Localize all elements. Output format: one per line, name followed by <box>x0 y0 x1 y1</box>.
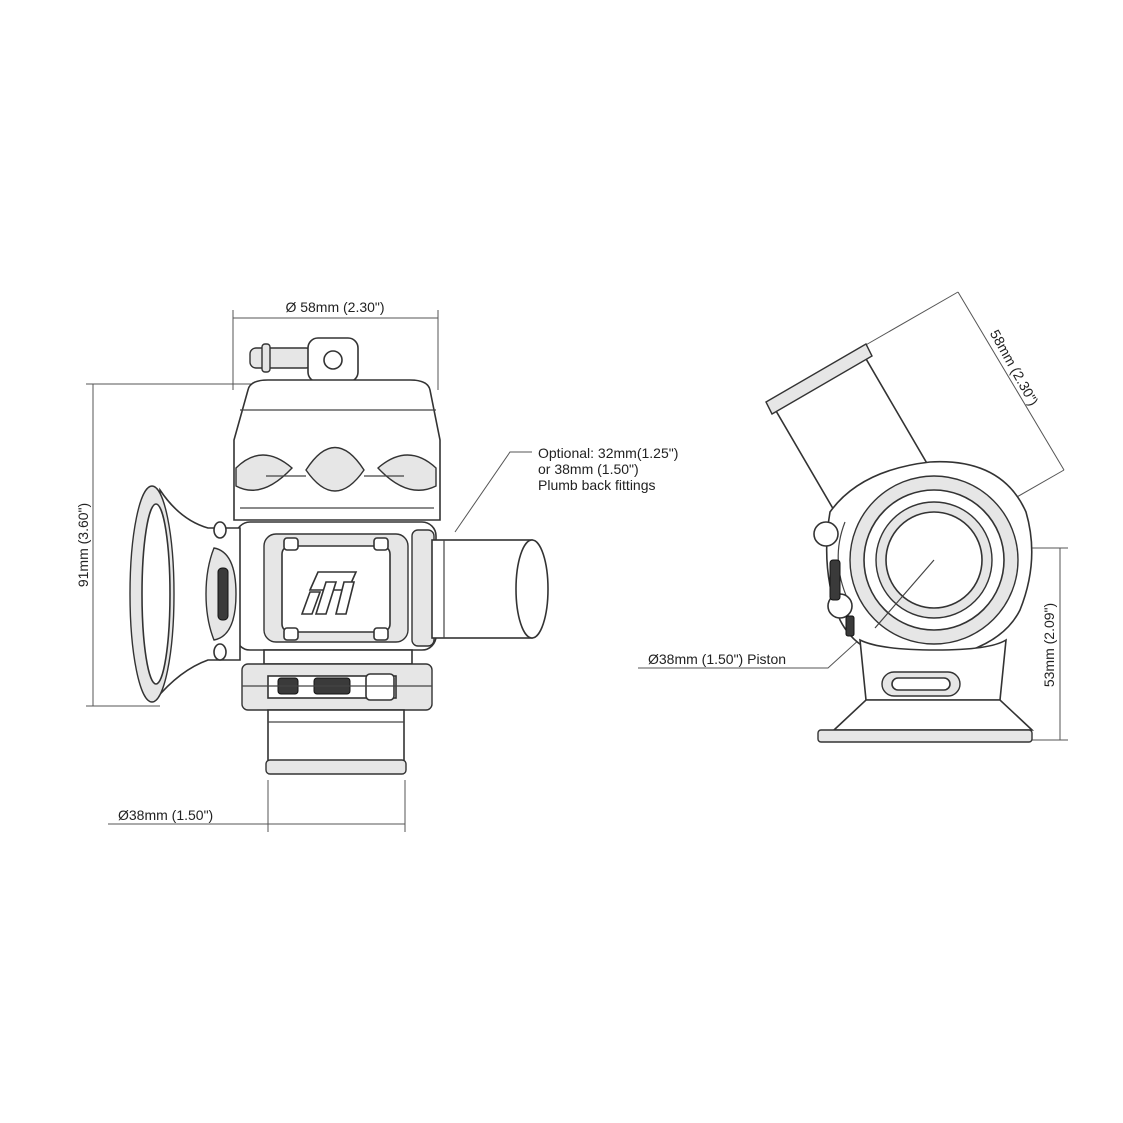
front-view: Ø 58mm (2.30") 91mm (3.60") Ø38mm (1.50"… <box>75 299 678 832</box>
side-body <box>825 460 1033 662</box>
callout-line-2: or 38mm (1.50") <box>538 461 639 477</box>
angled-label: 58mm (2.30") <box>987 327 1042 409</box>
turbosmart-logo <box>300 571 358 615</box>
callout-line-3: Plumb back fittings <box>538 477 656 493</box>
outlet-pipe <box>411 529 549 647</box>
side-clamp <box>813 521 855 637</box>
top-diameter-label: Ø 58mm (2.30") <box>285 299 384 315</box>
valve-cap <box>233 379 441 521</box>
side-base <box>817 638 1035 743</box>
plumb-back-callout: Optional: 32mm(1.25") or 38mm (1.50") Pl… <box>454 445 678 533</box>
top-diameter-dimension: Ø 58mm (2.30") <box>232 299 439 390</box>
lower-collar <box>241 649 433 711</box>
side-view: 58mm (2.30") 53mm (2.09") Ø38mm (1.50") … <box>638 291 1068 743</box>
trumpet-inlet <box>129 485 241 703</box>
height-label: 91mm (3.60") <box>75 503 91 587</box>
bottom-diameter-label: Ø38mm (1.50") <box>118 807 213 823</box>
callout-line-1: Optional: 32mm(1.25") <box>538 445 678 461</box>
side-height-dimension: 53mm (2.09") <box>1000 547 1068 741</box>
side-height-label: 53mm (2.09") <box>1041 603 1057 687</box>
piston-label: Ø38mm (1.50") Piston <box>648 651 786 667</box>
bottom-diameter-dimension: Ø38mm (1.50") <box>108 780 406 832</box>
vacuum-nipple <box>249 337 359 383</box>
bottom-inlet-tube <box>265 709 407 775</box>
